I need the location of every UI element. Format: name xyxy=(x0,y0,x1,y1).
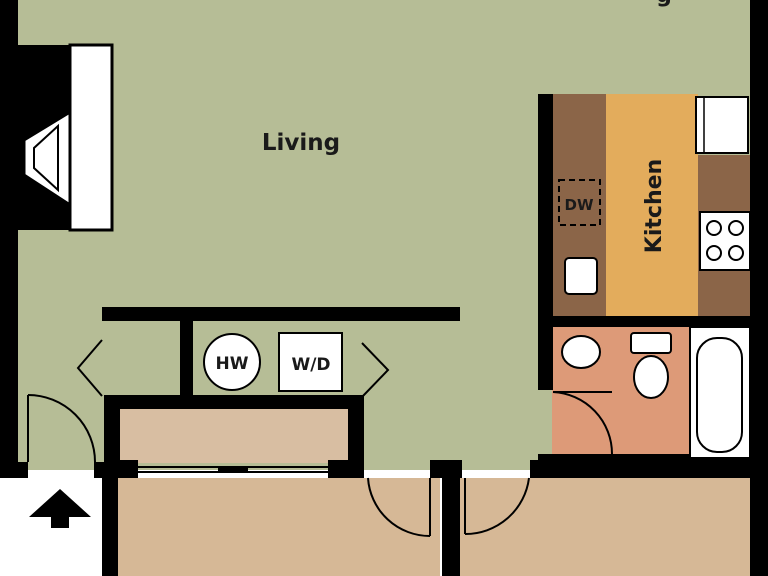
wall xyxy=(104,395,364,409)
bedroom-right-floor xyxy=(460,478,750,576)
bath-door-swing xyxy=(552,391,614,455)
wall xyxy=(538,316,750,327)
dishwasher-label: DW xyxy=(565,196,594,214)
wall xyxy=(102,307,460,321)
wall xyxy=(104,460,138,478)
stove-icon xyxy=(699,211,751,271)
closet-bifold-door xyxy=(76,339,103,397)
toilet-icon xyxy=(630,332,672,399)
wall xyxy=(102,462,118,576)
water-heater-label: HW xyxy=(216,354,249,374)
kitchen-label: Kitchen xyxy=(642,159,667,253)
hall-floor xyxy=(118,408,350,463)
wall xyxy=(442,460,460,576)
wall xyxy=(530,460,750,478)
wall xyxy=(180,307,193,399)
wall xyxy=(538,316,553,390)
wall xyxy=(538,94,553,320)
fireplace-icon xyxy=(22,43,114,232)
washer-dryer-label: W/D xyxy=(291,355,330,375)
wall xyxy=(328,460,364,478)
wall xyxy=(538,454,750,462)
dishwasher-outline xyxy=(558,179,601,226)
bedroom-left-floor xyxy=(118,478,440,576)
wall xyxy=(0,462,28,478)
wall xyxy=(104,395,120,478)
bedroom-door-swing xyxy=(464,477,530,536)
wall xyxy=(348,395,364,478)
dining-label-partial: g xyxy=(656,0,672,8)
living-room-label: Living xyxy=(262,130,340,156)
kitchen-floor xyxy=(606,94,698,316)
closet-bifold-door xyxy=(361,342,390,398)
entry-door-swing xyxy=(27,394,96,463)
wall xyxy=(750,0,768,576)
door-handle xyxy=(218,466,248,471)
kitchen-sink-icon xyxy=(564,257,598,295)
water-heater-icon xyxy=(203,333,261,391)
bath-sink-icon xyxy=(561,335,601,369)
bedroom-door-swing xyxy=(367,477,431,538)
bathtub-icon xyxy=(689,326,751,459)
washer-dryer-icon xyxy=(278,332,343,392)
entry-arrow-icon xyxy=(29,489,91,528)
